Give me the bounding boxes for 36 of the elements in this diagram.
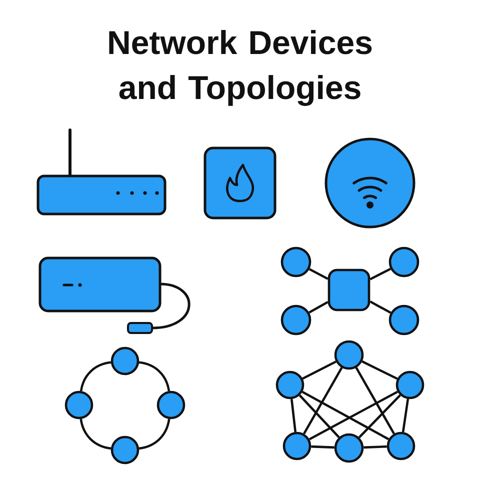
title: Network Devices and Topologies: [109, 30, 372, 106]
network-node: [64, 390, 94, 420]
link-line: [138, 361, 170, 392]
link-line: [138, 418, 170, 450]
network-node: [334, 340, 364, 370]
link-line: [364, 445, 387, 449]
link-line: [308, 300, 328, 314]
network-node: [276, 370, 304, 400]
link-line: [302, 360, 336, 380]
network-node: [334, 433, 364, 463]
link-line: [355, 367, 395, 434]
network-node: [280, 304, 312, 336]
network-node: [282, 432, 312, 460]
link-line: [298, 394, 340, 438]
network-node: [396, 370, 424, 400]
link-line: [358, 394, 401, 438]
network-node: [388, 246, 420, 278]
link-line: [80, 361, 112, 392]
hub-box: [328, 268, 370, 312]
network-node: [156, 390, 186, 420]
link-line: [290, 398, 297, 432]
network-node: [388, 304, 420, 336]
link-line: [311, 445, 334, 449]
link-line: [402, 398, 410, 432]
network-node: [110, 436, 140, 464]
network-node: [386, 432, 416, 460]
network-node: [110, 346, 140, 376]
link-line: [308, 390, 398, 440]
network-node: [280, 246, 312, 278]
link-line: [302, 390, 390, 440]
link-line: [80, 418, 112, 450]
link-line: [370, 268, 392, 280]
link-line: [362, 360, 398, 380]
link-line: [370, 300, 392, 314]
link-line: [308, 268, 328, 280]
link-line: [303, 367, 343, 434]
